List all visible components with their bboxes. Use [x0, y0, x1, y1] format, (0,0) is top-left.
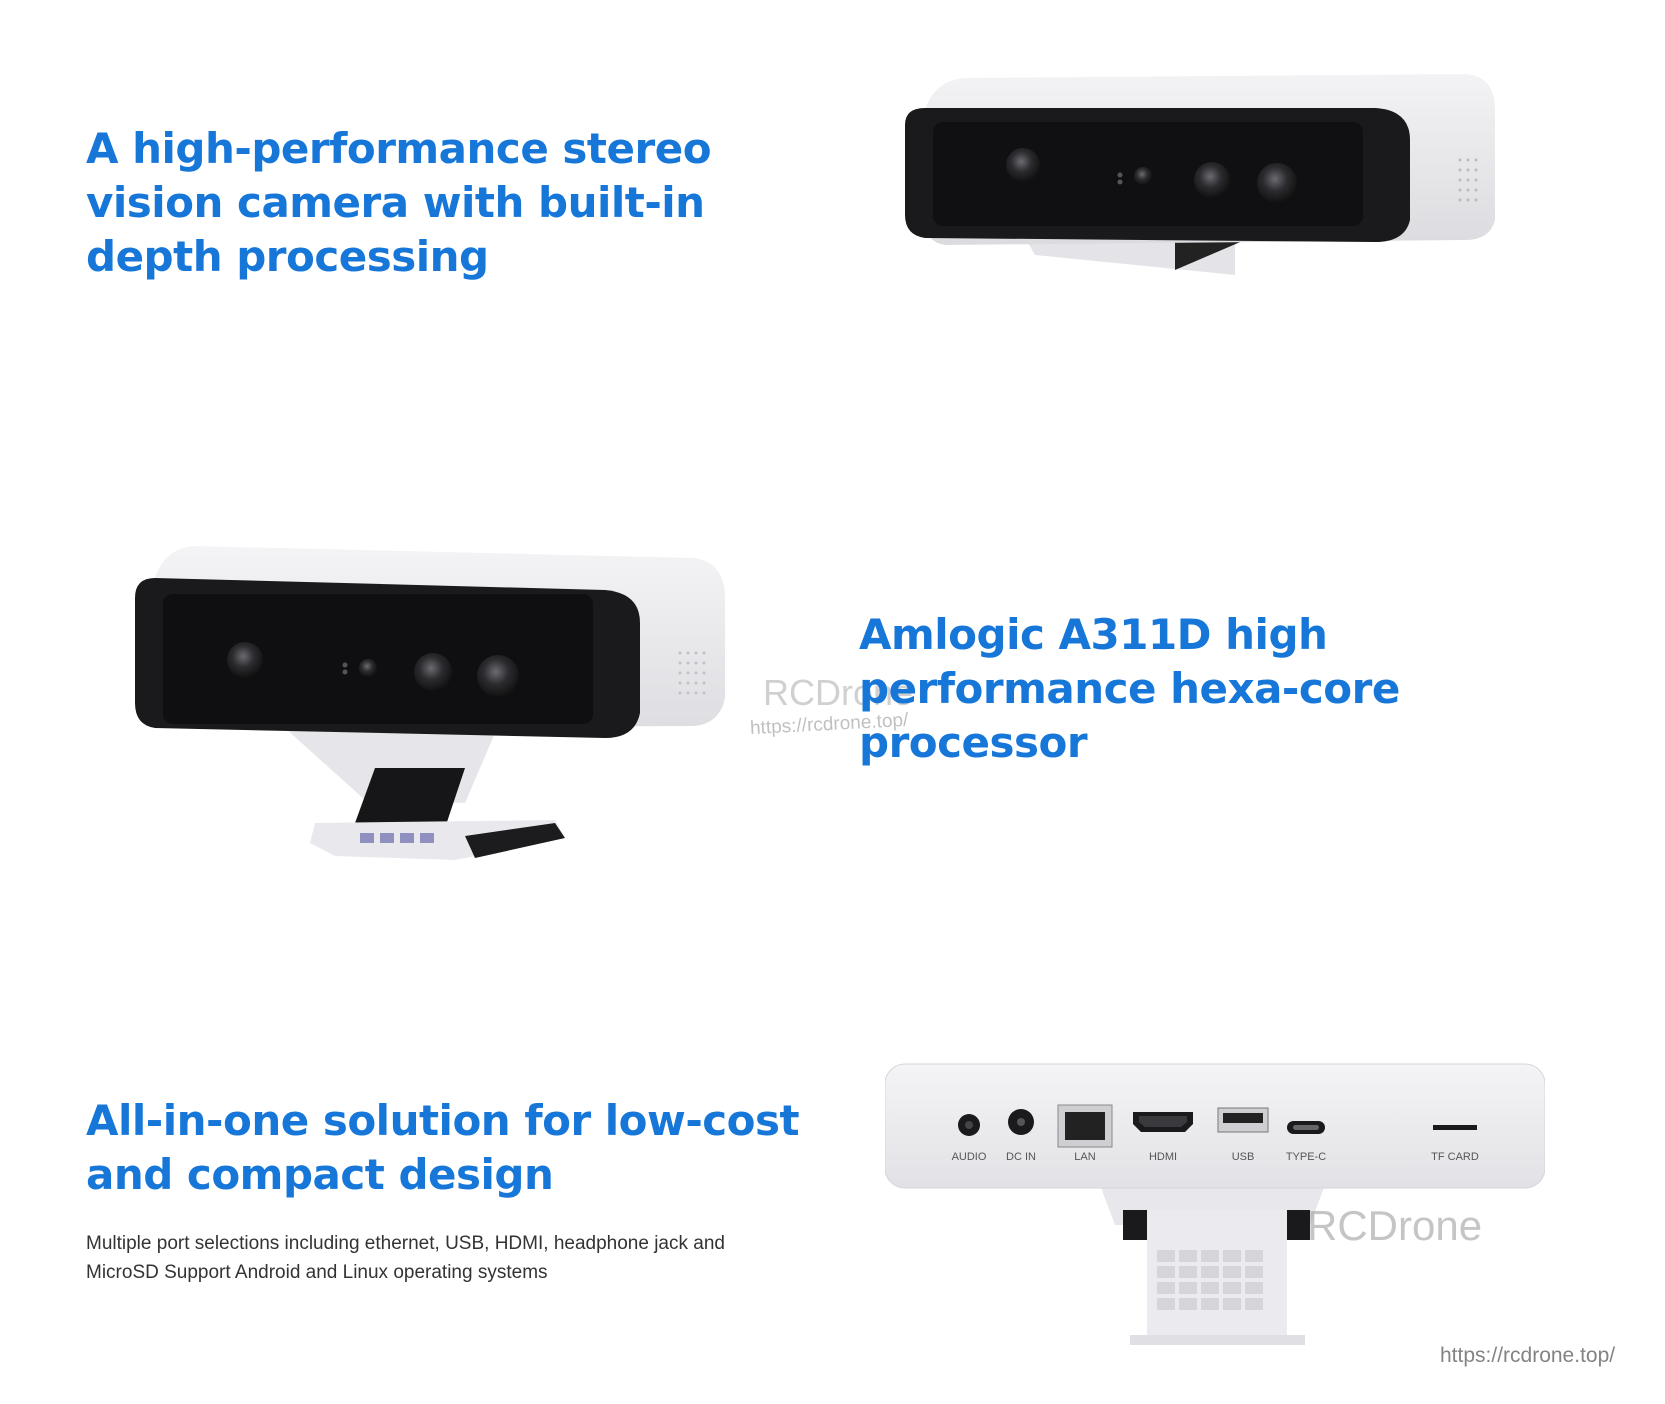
headline-line: and compact design — [86, 1150, 554, 1199]
description-text: Multiple port selections including ether… — [86, 1229, 806, 1287]
headline-line: processor — [859, 718, 1088, 767]
port-label-usb: USB — [1232, 1151, 1255, 1163]
headline-line: performance hexa-core — [859, 664, 1400, 713]
watermark-brand: RCDrone — [763, 672, 914, 713]
port-label-lan: LAN — [1074, 1151, 1095, 1163]
port-label-type-c: TYPE-C — [1286, 1151, 1326, 1163]
camera-rear-ports-image: AUDIO DC IN LAN HDMI USB TYPE-C TF CARD — [885, 1063, 1545, 1345]
stereo-camera-angled-image — [135, 546, 725, 860]
headline-line: Amlogic A311D high — [859, 610, 1328, 659]
headline-all-in-one: All-in-one solution for low-cost and com… — [86, 1094, 800, 1202]
headline-line: A high-performance stereo — [86, 124, 712, 173]
headline-processor: Amlogic A311D high performance hexa-core… — [859, 608, 1400, 770]
headline-line: All-in-one solution for low-cost — [86, 1096, 800, 1145]
stereo-camera-front-image — [905, 74, 1495, 275]
headline-stereo-vision: A high-performance stereo vision camera … — [86, 122, 712, 284]
port-label-tf-card: TF CARD — [1431, 1151, 1479, 1163]
watermark-brand: RCDrone — [1307, 1202, 1483, 1249]
port-label-hdmi: HDMI — [1149, 1151, 1177, 1163]
port-label-audio: AUDIO — [952, 1151, 987, 1163]
description-line: Multiple port selections including ether… — [86, 1233, 725, 1254]
headline-line: vision camera with built-in — [86, 178, 705, 227]
watermark-url: https://rcdrone.top/ — [1440, 1344, 1616, 1367]
headline-line: depth processing — [86, 232, 489, 281]
description-line: MicroSD Support Android and Linux operat… — [86, 1262, 548, 1283]
port-label-dc-in: DC IN — [1006, 1151, 1036, 1163]
